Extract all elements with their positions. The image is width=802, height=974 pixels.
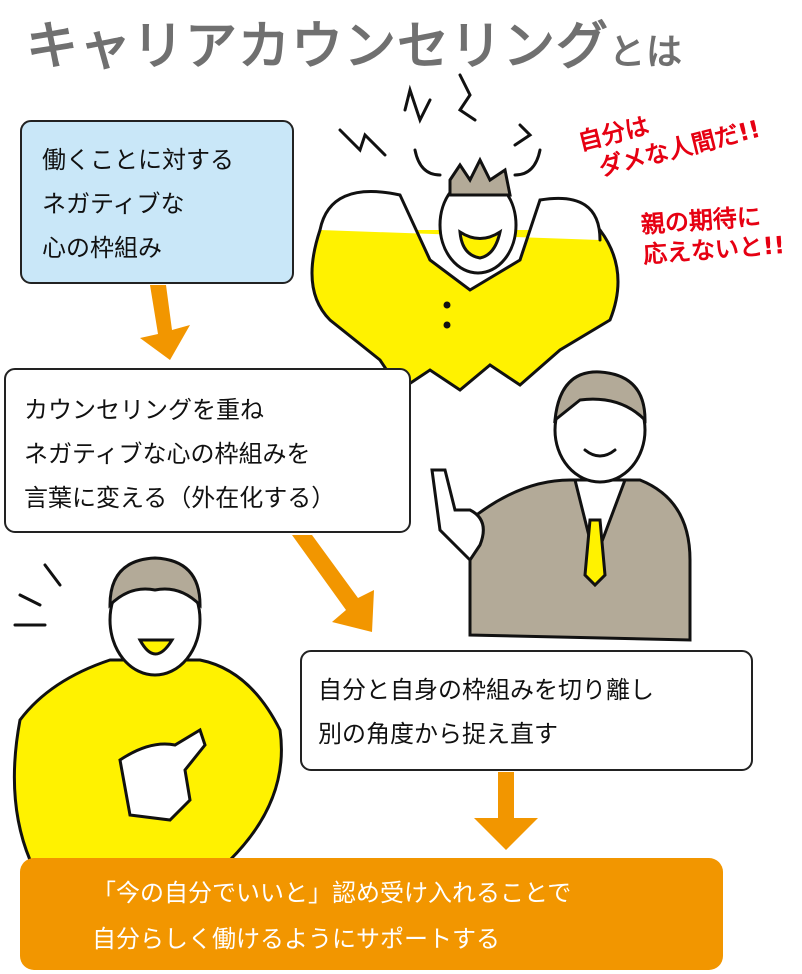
arrow-down-icon [292,535,374,632]
step-line: 自分と自身の枠組みを切り離し [318,676,654,704]
thought-text: 親の期待に 応えないと!! [640,200,786,270]
stressed-person-illustration [310,73,620,393]
step-line: 働くことに対する [42,146,234,174]
step-externalize: カウンセリングを重ね ネガティブな心の枠組みを 言葉に変える（外在化する） [4,368,411,533]
step-line: 別の角度から捉え直す [318,720,558,748]
title-suffix: とは [609,32,684,73]
step-line: 心の枠組み [42,234,162,262]
step-line: ネガティブな心の枠組みを [24,440,311,468]
step-acceptance: 「今の自分でいいと」認め受け入れることで 自分らしく働けるようにサポートする [20,858,723,970]
title-main: キャリアカウンセリング [26,17,610,77]
step-negative-frame: 働くことに対する ネガティブな 心の枠組み [20,120,294,284]
step-reframe: 自分と自身の枠組みを切り離し 別の角度から捉え直す [300,650,753,771]
arrow-down-icon [140,285,190,360]
step-line: 「今の自分でいいと」認め受け入れることで [92,879,572,907]
step-line: カウンセリングを重ね [24,396,264,424]
step-line: 自分らしく働けるようにサポートする [92,925,500,953]
page-title: キャリアカウンセリングとは [26,4,683,79]
happy-person-illustration [12,556,283,862]
counselor-illustration [430,370,692,642]
step-line: 言葉に変える（外在化する） [24,484,336,512]
arrow-down-icon [474,772,538,850]
step-line: ネガティブな [42,190,185,218]
